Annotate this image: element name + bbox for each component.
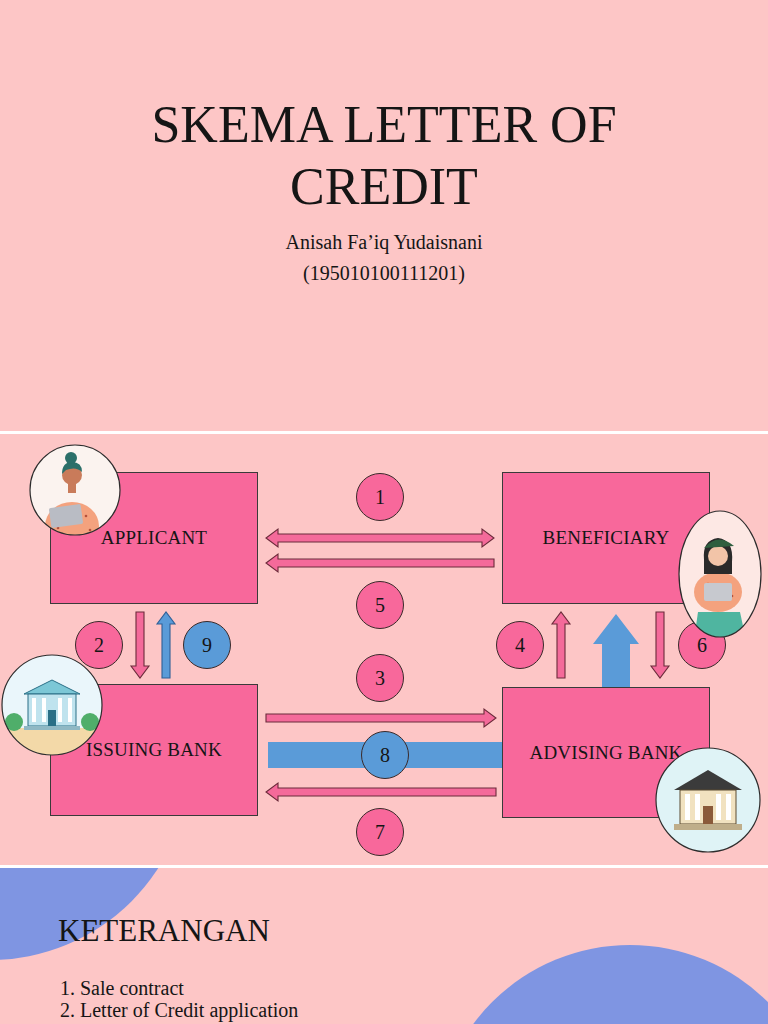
party-box: BENEFICIARY (502, 472, 710, 604)
icon-column (42, 698, 46, 722)
callout-number: 7 (356, 808, 404, 856)
avatar-border (679, 511, 761, 637)
icon-column (58, 698, 62, 722)
icon-frame (656, 748, 760, 852)
icon-column (726, 794, 731, 820)
icon-border (656, 748, 760, 852)
icon-building (28, 694, 76, 726)
avatar-body (694, 572, 742, 612)
party-box: APPLICANT (50, 472, 258, 604)
flow-arrow (651, 612, 669, 678)
avatar-laptop (704, 583, 732, 601)
beneficiary-avatar (679, 511, 761, 640)
icon-border (2, 655, 102, 755)
icon-column (685, 794, 690, 820)
callout-number: 2 (75, 621, 123, 669)
icon-step (24, 726, 80, 730)
decor-circle (435, 945, 768, 1024)
avatar-head (708, 546, 728, 566)
icon-step (674, 824, 742, 830)
list-item: 2. Letter of Credit application (60, 998, 298, 1022)
callout-number: 6 (678, 621, 726, 669)
icon-bush (81, 713, 99, 731)
flow-arrow (266, 709, 496, 727)
flow-arrow (266, 529, 494, 547)
callout-number: 9 (183, 621, 231, 669)
flow-arrow (157, 612, 175, 678)
icon-roof (674, 770, 742, 790)
callout-number: 3 (356, 654, 404, 702)
flow-big-arrow (593, 614, 639, 687)
icon-roof (24, 680, 80, 694)
avatar-laptop (49, 504, 83, 528)
avatar-hair (65, 452, 77, 464)
callout-number: 5 (356, 581, 404, 629)
box-label: BENEFICIARY (543, 526, 670, 550)
box-label: ISSUING BANK (86, 738, 222, 762)
avatar-dot (89, 529, 92, 532)
list-item: 1. Sale contract (60, 976, 184, 1000)
flow-arrow (266, 554, 494, 572)
icon-frame (2, 655, 102, 755)
avatar-border (30, 445, 120, 535)
icon-door (703, 806, 713, 824)
avatar-dot (85, 515, 88, 518)
avatar-dot (57, 527, 60, 530)
avatar-frame (30, 445, 120, 535)
flow-arrow (552, 612, 570, 678)
party-box: ADVISING BANK (502, 687, 710, 818)
slide-separator (0, 431, 768, 434)
advising-bank-icon (656, 748, 760, 852)
avatar-dot (61, 511, 64, 514)
icon-column (68, 698, 72, 722)
icon-column (695, 794, 700, 820)
box-label: ADVISING BANK (529, 741, 682, 765)
flow-arrow (131, 612, 149, 678)
student-id: (195010100111201) (0, 260, 768, 286)
icon-building (680, 790, 736, 824)
callout-number: 1 (356, 473, 404, 521)
callout-number: 8 (361, 731, 409, 779)
avatar-frame (679, 511, 761, 637)
decoration (0, 868, 768, 1024)
avatar-hair (62, 462, 82, 474)
avatar-head (62, 465, 82, 485)
applicant-avatar (30, 445, 120, 550)
avatar-dot (731, 595, 734, 598)
slide-title: SKEMA LETTER OF CREDIT (104, 94, 664, 218)
avatar-body (45, 502, 99, 550)
icon-column (716, 794, 721, 820)
slide-separator (0, 865, 768, 868)
party-box: ISSUING BANK (50, 684, 258, 816)
icon-column (32, 698, 36, 722)
author-name: Anisah Fa’iq Yudaisnani (0, 229, 768, 255)
issuing-bank-icon (0, 655, 104, 758)
icon-bush (5, 713, 23, 731)
icon-ground (0, 728, 104, 758)
avatar-neck (68, 483, 76, 493)
avatar-hat (704, 539, 734, 548)
avatar-dot (707, 583, 710, 586)
section-heading: KETERANGAN (58, 913, 270, 948)
callout-number: 4 (496, 621, 544, 669)
flow-arrow (266, 783, 496, 801)
icon-door (48, 710, 56, 726)
avatar-legs (694, 612, 746, 640)
avatar-hair (704, 538, 732, 574)
box-label: APPLICANT (101, 526, 207, 550)
